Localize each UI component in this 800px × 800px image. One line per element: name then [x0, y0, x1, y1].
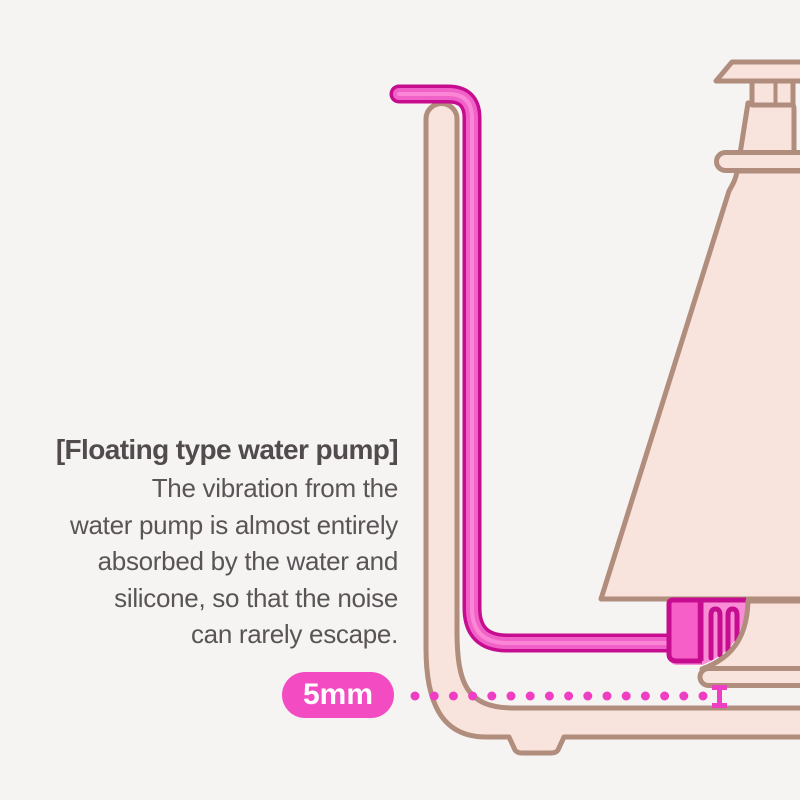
pump-coils	[708, 606, 740, 661]
pump-base	[697, 598, 800, 688]
pump-outline	[666, 597, 746, 664]
annotation-line: silicone, so that the noise	[114, 582, 398, 613]
annotation-line: absorbed by the water and	[97, 546, 399, 577]
chimney-stem	[749, 77, 796, 108]
gap-dotted-leader	[410, 691, 708, 701]
cone-body	[598, 168, 800, 602]
annotation-line: can rarely escape.	[190, 619, 398, 650]
gap-measure-mark	[712, 685, 727, 708]
silicone-tube	[389, 84, 684, 653]
chimney-funnel	[737, 100, 797, 157]
floating-water-pump	[666, 597, 746, 665]
annotation-heading: [Floating type water pump]	[55, 434, 399, 465]
water-tank	[423, 101, 800, 756]
annotation-line: water pump is almost entirely	[70, 509, 398, 540]
pump-stripe	[697, 601, 704, 661]
chimney-cap	[713, 59, 800, 84]
pump-left-section	[671, 602, 697, 661]
collar-flange	[714, 150, 800, 173]
gap-size-badge: 5mm	[282, 672, 394, 718]
mist-cone-unit	[598, 59, 800, 602]
annotation-block: [Floating type water pump] The vibration…	[36, 433, 399, 653]
annotation-line: The vibration from the	[151, 473, 399, 503]
base-plate	[697, 666, 800, 688]
